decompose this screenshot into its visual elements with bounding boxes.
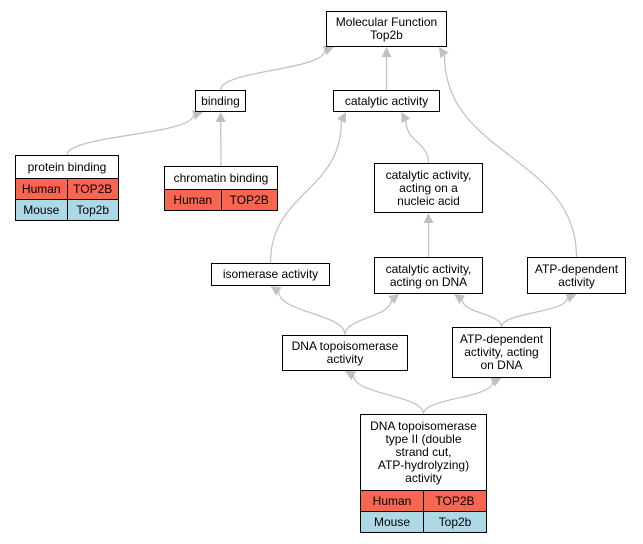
node-label: isomerase activity [222,267,319,281]
edge-isomerase_activity-to-catalytic_activity [269,120,343,264]
arrowhead [423,213,434,223]
edge-protein_binding-to-binding [66,114,195,156]
node-label: ATP-dependent activity, acting on DNA [459,332,544,372]
arrowhead [565,293,577,303]
node-dna-topoisomerase-activity[interactable]: DNA topoisomerase activity [282,335,408,371]
arrowhead [490,377,502,387]
node-catalytic-activity[interactable]: catalytic activity [333,90,440,112]
arrowhead [345,371,357,381]
gene-cell: Top2b [66,200,119,220]
arrowhead [336,112,346,124]
arrowhead [388,294,400,305]
node-label: ATP-dependent activity [534,261,619,289]
node-atp-dependent-dna[interactable]: ATP-dependent activity, acting on DNA [452,327,551,378]
edge-binding-to-root [219,50,326,91]
node-catalytic-activity-dna[interactable]: catalytic activity, acting on DNA [374,257,483,294]
arrowhead [439,47,449,59]
edge-catalytic_nucleic_acid-to-catalytic_activity [405,120,430,164]
mouse-gene-row: Mouse Top2b [16,199,118,220]
node-molecular-function[interactable]: Molecular Function Top2b [326,11,447,47]
edge-dna_topo_type2-to-atp_dependent_dna [422,382,494,415]
species-cell: Human [372,493,412,508]
node-label: catalytic activity [344,93,429,108]
gene-cell: Top2b [423,512,486,532]
arrowhead [191,110,203,120]
node-catalytic-activity-nucleic-acid[interactable]: catalytic activity, acting on a nucleic … [374,163,483,213]
species-cell: Mouse [23,202,60,217]
mouse-gene-row: Mouse Top2b [361,511,486,532]
arrowhead [322,45,334,56]
human-gene-row: Human TOP2B [165,189,277,210]
node-atp-dependent-activity[interactable]: ATP-dependent activity [527,257,626,294]
edge-dna_topoisomerase-to-catalytic_dna [344,299,392,336]
arrowhead [270,286,282,296]
species-cell: Human [21,181,61,196]
species-cell: Mouse [373,514,411,529]
arrowhead [215,112,226,123]
edge-atp_dependent-to-root [443,55,578,258]
edge-dna_topo_type2-to-dna_topoisomerase [353,375,425,415]
node-isomerase-activity[interactable]: isomerase activity [211,263,330,286]
node-label: DNA topoisomerase activity [291,339,399,366]
node-chromatin-binding[interactable]: chromatin binding Human TOP2B [164,166,278,211]
edge-atp_dependent_dna-to-catalytic_dna [461,299,503,328]
human-gene-row: Human TOP2B [361,490,486,511]
arrowhead [401,112,411,124]
node-dna-topoisomerase-type-ii[interactable]: DNA topoisomerase type II (double strand… [360,414,487,533]
node-label: binding [201,93,240,108]
node-label: protein binding [27,159,107,174]
edge-atp_dependent_dna-to-atp_dependent [500,297,568,328]
node-label: chromatin binding [173,170,269,185]
species-cell: Human [173,192,213,207]
node-label: DNA topoisomerase type II (double strand… [370,419,477,485]
node-label: Molecular Function Top2b [335,15,438,42]
gene-cell: TOP2B [220,190,278,210]
human-gene-row: Human TOP2B [16,178,118,199]
node-label: catalytic activity, acting on a nucleic … [385,167,472,208]
gene-cell: TOP2B [423,491,486,511]
arrowhead [381,47,392,57]
arrowhead [454,294,466,304]
edge-dna_topoisomerase-to-isomerase_activity [278,291,346,336]
gene-cell: TOP2B [66,179,119,199]
node-protein-binding[interactable]: protein binding Human TOP2B Mouse Top2b [15,155,119,221]
node-binding[interactable]: binding [195,90,246,112]
node-label: catalytic activity, acting on DNA [385,261,472,289]
